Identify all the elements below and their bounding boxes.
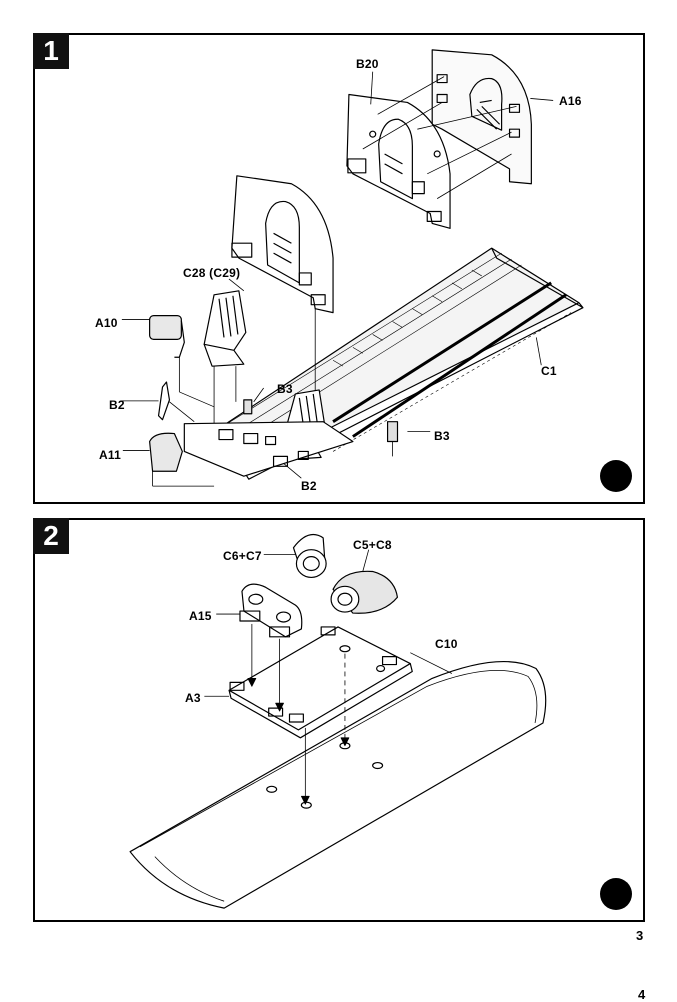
rear-bulkhead-a16	[431, 49, 532, 185]
label-c28: C28 (C29)	[183, 266, 241, 280]
lamp-c6c7	[263, 533, 327, 579]
part-a10	[149, 315, 215, 408]
label-c10: C10	[435, 637, 458, 651]
part-a11	[149, 432, 215, 487]
step-number-badge: 1	[33, 33, 69, 69]
label-a15: A15	[189, 609, 212, 623]
part-b3-right	[386, 421, 399, 457]
step-marker-dot	[600, 460, 632, 492]
label-b3-left: B3	[277, 382, 293, 396]
label-c5c8: C5+C8	[353, 538, 392, 552]
bracket-a15	[216, 583, 303, 638]
step-1-assembly-drawing	[120, 49, 584, 487]
cockpit-floor	[183, 421, 354, 477]
part-b3-left	[243, 399, 253, 415]
lamp-c5c8	[330, 549, 399, 614]
tray-c10	[129, 652, 547, 909]
label-a16: A16	[559, 94, 582, 108]
label-b2-left: B2	[109, 398, 125, 412]
seat-c28	[203, 290, 247, 427]
step-marker-dot	[600, 878, 632, 910]
page-number: 3	[636, 928, 644, 943]
label-a11: A11	[99, 448, 121, 462]
label-b3-right: B3	[434, 429, 450, 443]
front-bulkhead	[231, 175, 334, 432]
label-c1: C1	[541, 364, 557, 378]
label-b2-bottom: B2	[301, 479, 317, 493]
step-1-panel: 1	[33, 33, 645, 504]
page-number: 4	[638, 987, 646, 1002]
label-c6c7: C6+C7	[223, 549, 262, 563]
label-a10: A10	[95, 316, 118, 330]
step-2-assembly-drawing	[129, 533, 547, 909]
part-b2-left	[157, 381, 195, 422]
label-b20: B20	[356, 57, 379, 71]
label-a3: A3	[185, 691, 201, 705]
step-number-badge: 2	[33, 518, 69, 554]
plate-a3	[204, 626, 413, 739]
step-2-panel: 2	[33, 518, 645, 922]
bulkhead-b20	[346, 76, 517, 229]
